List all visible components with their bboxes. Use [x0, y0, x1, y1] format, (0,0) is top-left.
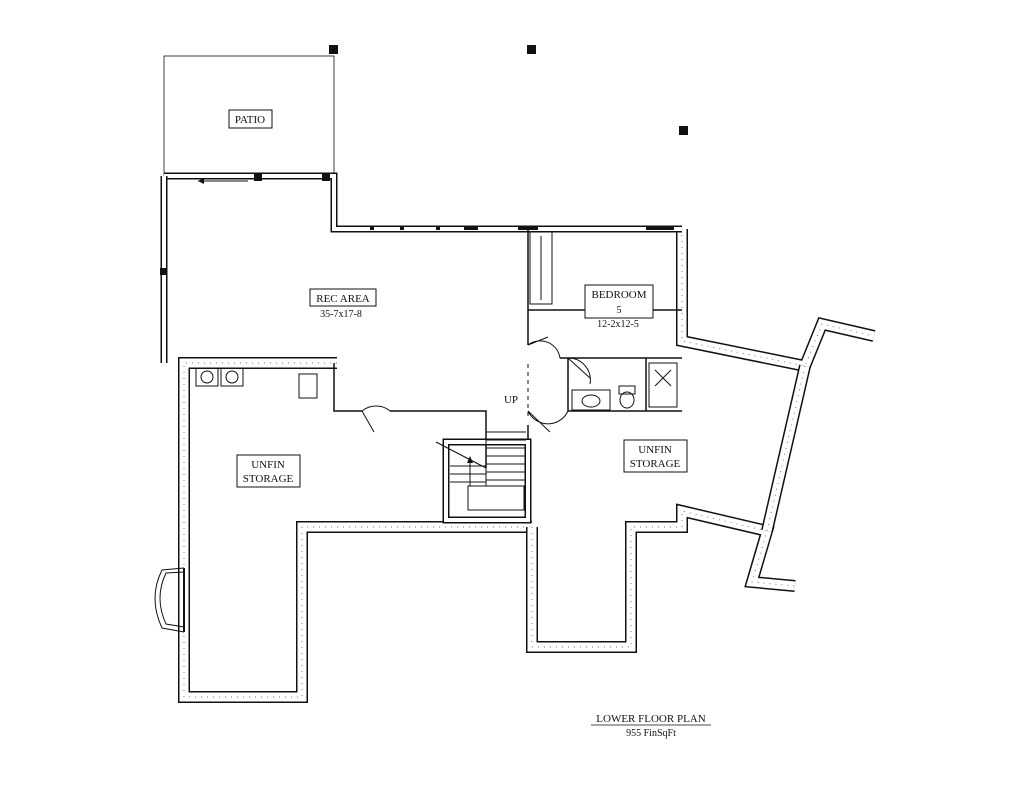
plan-title-block: LOWER FLOOR PLAN 955 FinSqFt [591, 713, 711, 739]
svg-text:UNFIN: UNFIN [638, 444, 672, 456]
bathroom-fixtures [571, 362, 678, 411]
bedroom-dimensions: 12-2x12-5 [597, 319, 639, 330]
stair-up-label: UP [504, 394, 518, 406]
rec-area-label: REC AREA 35-7x17-8 [309, 288, 377, 320]
bedroom-label: BEDROOM 5 12-2x12-5 [584, 284, 654, 330]
survey-marker [329, 45, 338, 54]
stair-treads [450, 431, 526, 483]
foundation-walls [178, 229, 876, 703]
unfin-storage-left-label: UNFIN STORAGE [236, 454, 301, 488]
window-well [154, 567, 185, 633]
svg-text:PATIO: PATIO [235, 114, 265, 126]
plan-subtitle: 955 FinSqFt [626, 728, 676, 739]
svg-text:BEDROOM: BEDROOM [591, 289, 646, 301]
window-ticks [160, 226, 674, 275]
patio-label: PATIO [228, 109, 273, 129]
unfin-storage-right-label: UNFIN STORAGE [623, 439, 688, 473]
svg-text:REC AREA: REC AREA [316, 293, 370, 305]
closet [529, 231, 553, 305]
survey-marker [679, 126, 688, 135]
bedroom-number: 5 [617, 305, 622, 316]
rec-area-dimensions: 35-7x17-8 [320, 309, 362, 320]
svg-text:STORAGE: STORAGE [243, 473, 294, 485]
interior-doors [361, 336, 591, 433]
survey-marker [527, 45, 536, 54]
svg-text:STORAGE: STORAGE [630, 458, 681, 470]
stair: UP [435, 394, 532, 524]
mechanical-equipment [195, 367, 318, 399]
sliding-door [198, 173, 330, 184]
plan-title: LOWER FLOOR PLAN [596, 713, 705, 725]
svg-text:UNFIN: UNFIN [251, 459, 285, 471]
